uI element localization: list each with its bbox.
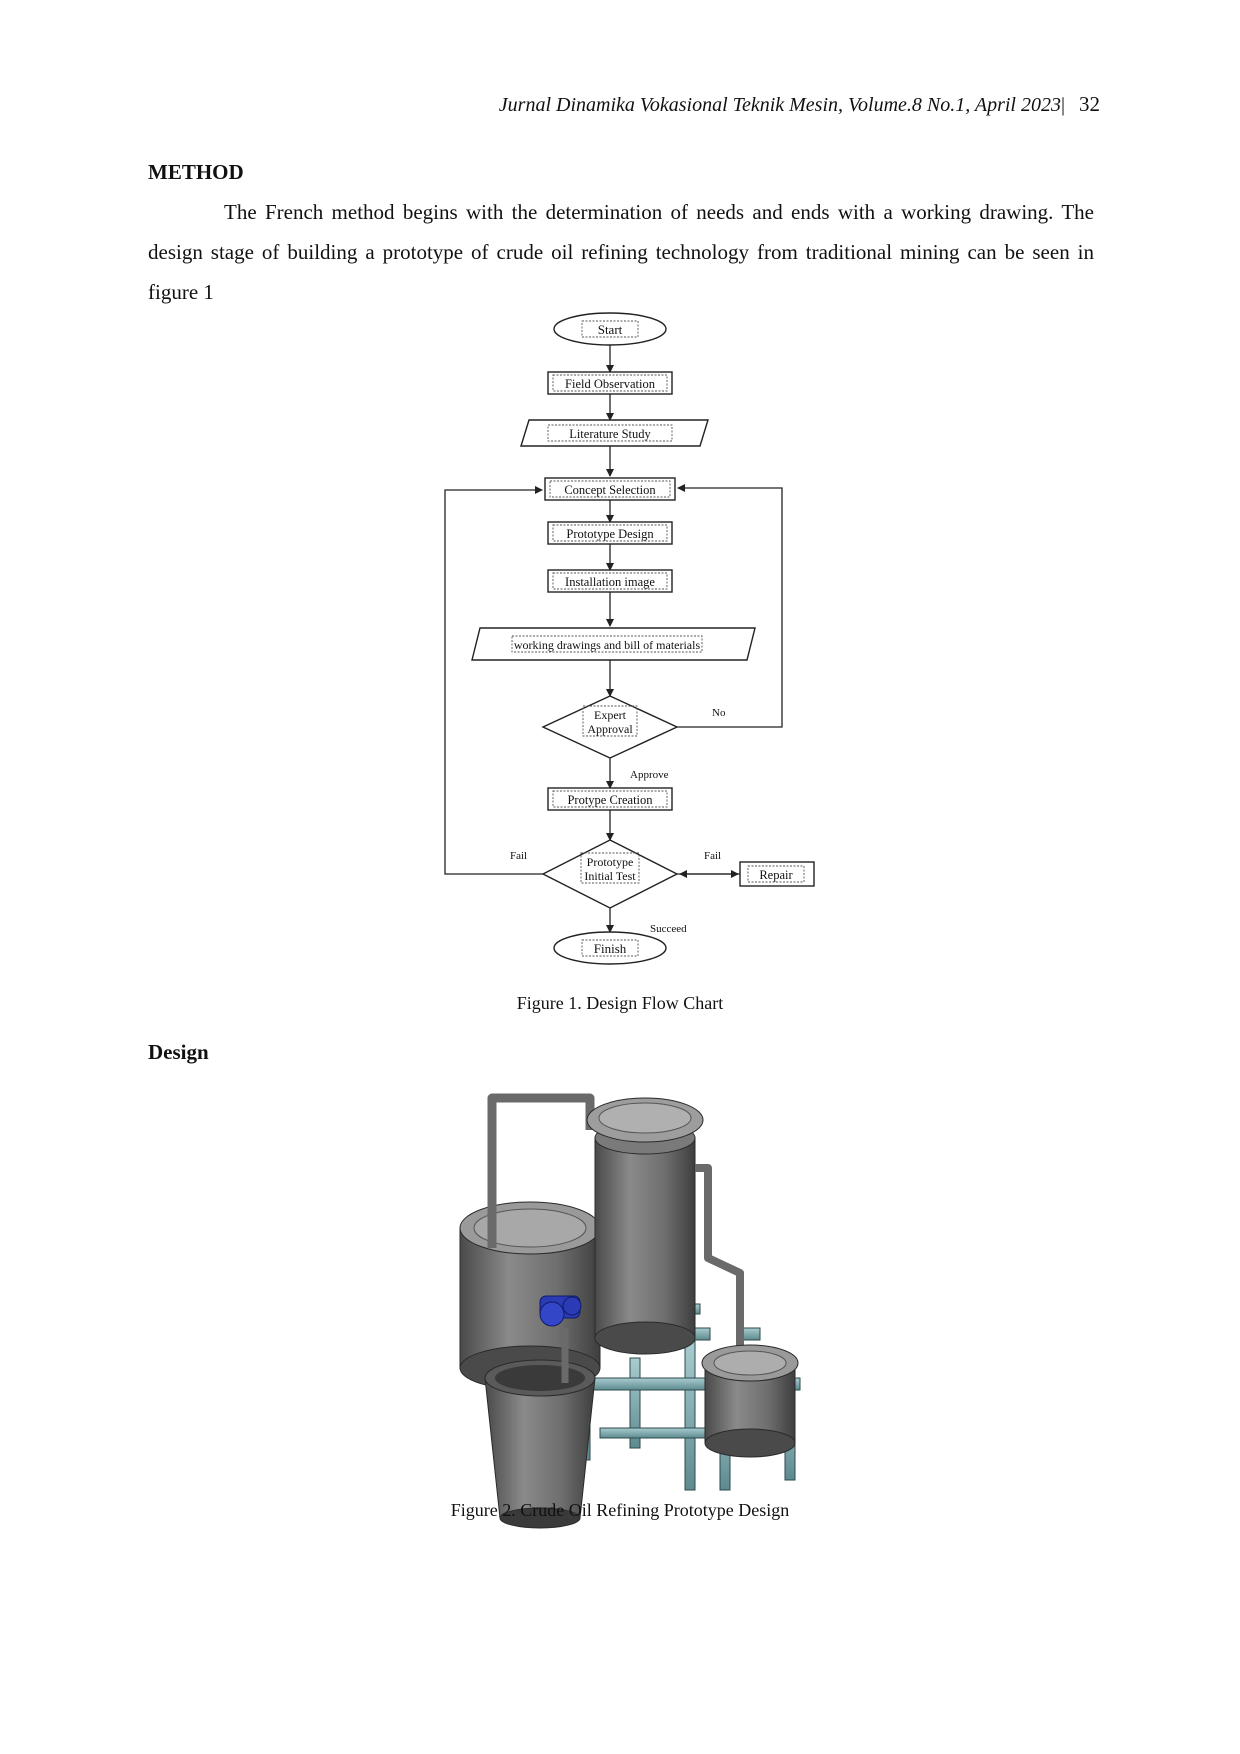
edge-label-succeed: Succeed [650,923,687,935]
node-prototype-creation-label: Protype Creation [567,793,653,807]
right-receiver-tank [701,1344,799,1458]
journal-name: Jurnal Dinamika Vokasional Teknik Mesin,… [498,94,1061,116]
node-initial-test-line1: Prototype [587,855,634,869]
node-finish: Finish [553,931,667,965]
node-repair: Repair [739,861,815,887]
node-concept-selection: Concept Selection [544,477,676,501]
method-paragraph-text: The French method begins with the determ… [148,200,1094,304]
running-header: Jurnal Dinamika Vokasional Teknik Mesin,… [440,92,1100,117]
node-working-drawings-label: working drawings and bill of materials [514,638,701,652]
edge-label-fail-left: Fail [510,850,527,862]
figure1-caption: Figure 1. Design Flow Chart [516,993,724,1013]
node-concept-selection-label: Concept Selection [564,483,656,497]
condenser-pipe [695,1164,744,1368]
node-installation-image-label: Installation image [565,575,655,589]
crude-oil-refining-prototype-illustration [459,1093,801,1529]
method-paragraph: The French method begins with the determ… [148,192,1094,312]
arrow-fail-loop [444,486,543,875]
design-heading: Design [148,1040,209,1064]
node-prototype-design: Prototype Design [547,521,673,545]
edge-label-approve: Approve [630,769,669,781]
node-prototype-design-label: Prototype Design [566,527,654,541]
node-expert-approval-line1: Expert [594,708,627,722]
node-working-drawings: working drawings and bill of materials [471,627,756,661]
pump [539,1295,582,1327]
node-installation-image: Installation image [547,569,673,593]
distillation-column [586,1097,704,1355]
header-separator: | [1060,94,1065,116]
node-expert-approval-line2: Approval [587,722,633,736]
node-literature-study: Literature Study [520,419,709,447]
edge-label-fail-right: Fail [704,850,721,862]
node-start: Start [553,312,667,346]
node-start-label: Start [598,322,623,337]
node-repair-label: Repair [759,868,793,882]
method-heading: METHOD [148,160,244,184]
node-expert-approval: Expert Approval [541,695,679,759]
arrow-no-loop [677,484,783,728]
node-prototype-creation: Protype Creation [547,787,673,811]
node-finish-label: Finish [594,941,627,956]
node-field-observation: Field Observation [547,371,673,395]
design-flow-chart: Start Field Observation Literature Study… [444,312,815,965]
edge-label-no: No [712,707,726,719]
node-field-observation-label: Field Observation [565,377,656,391]
node-initial-test: Prototype Initial Test [541,839,679,909]
page-number: 32 [1079,92,1100,116]
flow-connectors [444,345,783,933]
figure2-caption: Figure 2. Crude Oil Refining Prototype D… [450,1500,790,1520]
node-literature-study-label: Literature Study [569,427,651,441]
node-initial-test-line2: Initial Test [584,869,636,883]
